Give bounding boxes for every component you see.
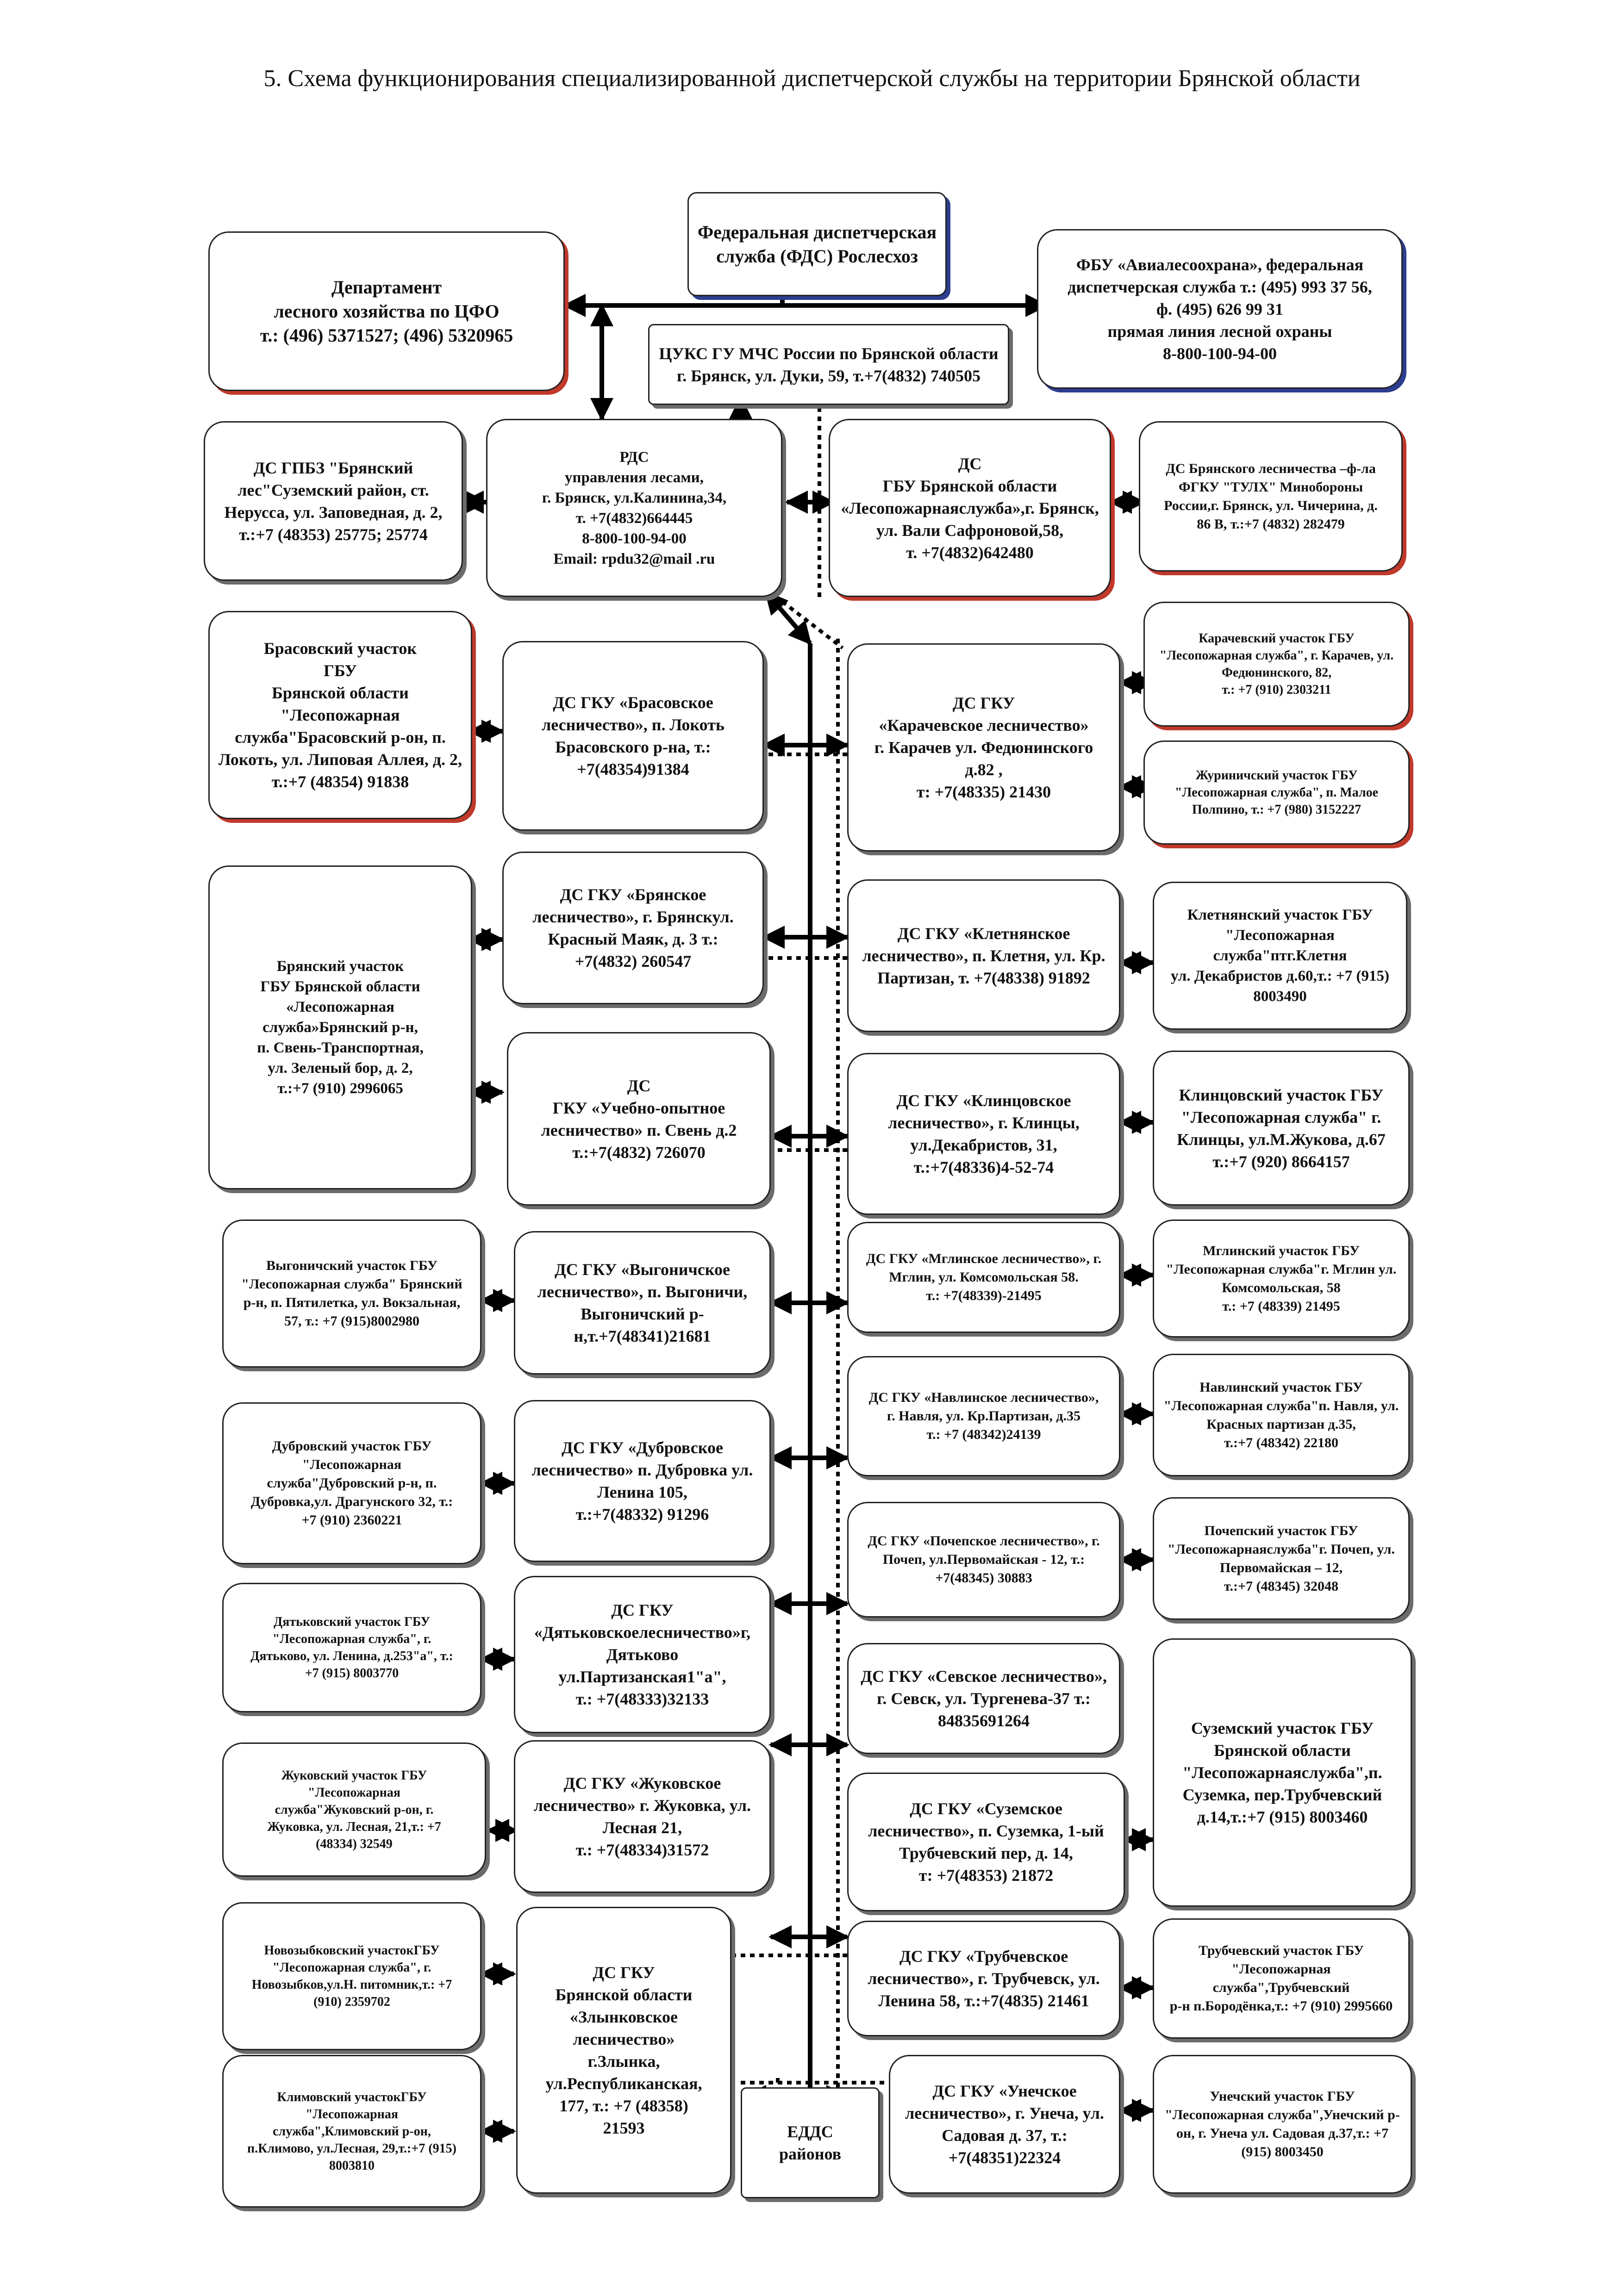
uchebno-opytnoe-forestry-box: ДС ГКУ «Учебно-опытное лесничество» п. С…	[507, 1032, 771, 1206]
novozybkovsky-section-box: Новозыбковский участокГБУ "Лесопожарная …	[222, 1902, 481, 2050]
navlinsky-section-box: Навлинский участок ГБУ "Лесопожарная слу…	[1153, 1354, 1410, 1476]
federal-dispatch-box: Федеральная диспетчерская служба (ФДС) Р…	[687, 192, 947, 296]
edds-districts-box: ЕДДС районов	[741, 2087, 880, 2198]
kletnyanskoe-forestry-box: ДС ГКУ «Клетнянское лесничество», п. Кле…	[847, 879, 1120, 1032]
ds-gpbz-box: ДС ГПБЗ "Брянский лес"Суземский район, с…	[204, 421, 463, 581]
dubrovsky-section-box: Дубровский участок ГБУ "Лесопожарная слу…	[222, 1402, 481, 1564]
mglinsky-section-box: Мглинский участок ГБУ "Лесопожарная служ…	[1153, 1220, 1410, 1338]
trubchevsky-section-box: Трубчевский участок ГБУ "Лесопожарная сл…	[1153, 1918, 1410, 2039]
mglinskoe-forestry-box: ДС ГКУ «Мглинское лесничество», г. Мглин…	[847, 1222, 1120, 1333]
tsuks-mchs-box: ЦУКС ГУ МЧС России по Брянской области г…	[648, 324, 1009, 405]
unechsky-section-box: Унечский участок ГБУ "Лесопожарная служб…	[1153, 2055, 1412, 2194]
rds-forest-management-box: РДС управления лесами, г. Брянск, ул.Кал…	[486, 419, 782, 597]
brasovskoe-forestry-box: ДС ГКУ «Брасовское лесничество», п. Локо…	[502, 641, 764, 831]
vygonichsky-section-box: Выгоничский участок ГБУ "Лесопожарная сл…	[222, 1220, 481, 1368]
dubrovskoe-forestry-box: ДС ГКУ «Дубровское лесничество» п. Дубро…	[514, 1400, 771, 1562]
sevskoe-forestry-box: ДС ГКУ «Севское лесничество», г. Севск, …	[847, 1643, 1120, 1754]
unechskoe-forestry-box: ДС ГКУ «Унечское лесничество», г. Унеча,…	[889, 2055, 1120, 2194]
brasovsky-section-box: Брасовский участок ГБУ Брянской области …	[208, 611, 472, 819]
trubchevskoe-forestry-box: ДС ГКУ «Трубчевское лесничество», г. Тру…	[847, 1921, 1120, 2036]
dyatkovsky-section-box: Дятьковский участок ГБУ "Лесопожарная сл…	[222, 1583, 481, 1712]
page-title: 5. Схема функционирования специализирова…	[263, 65, 1361, 92]
suzemsky-section-box: Суземский участок ГБУ Брянской области "…	[1153, 1638, 1412, 1907]
dyatkovskoe-forestry-box: ДС ГКУ «Дятьковскоелесничество»г, Дятько…	[514, 1576, 771, 1733]
zhukovsky-section-box: Жуковский участок ГБУ "Лесопожарная служ…	[222, 1742, 486, 1877]
tulh-bryansk-box: ДС Брянского лесничества –ф-ла ФГКУ "ТУЛ…	[1139, 421, 1403, 572]
kletnyansky-section-box: Клетнянский участок ГБУ "Лесопожарная сл…	[1153, 882, 1407, 1030]
klintsovskoe-forestry-box: ДС ГКУ «Клинцовское лесничество», г. Кли…	[847, 1053, 1120, 1215]
zhukovskoe-forestry-box: ДС ГКУ «Жуковское лесничество» г. Жуковк…	[514, 1740, 771, 1893]
lesopozharnaya-service-box: ДС ГБУ Брянской области «Лесопожарнаяслу…	[829, 419, 1111, 597]
zlynkovskoe-forestry-box: ДС ГКУ Брянской области «Злынковское лес…	[516, 1907, 731, 2194]
zhurinichsky-section-box: Журиничский участок ГБУ "Лесопожарная сл…	[1143, 740, 1410, 845]
bryanskoe-forestry-box: ДС ГКУ «Брянское лесничество», г. Брянск…	[502, 852, 764, 1004]
vygonichskoe-forestry-box: ДС ГКУ «Выгоничское лесничество», п. Выг…	[514, 1231, 771, 1375]
karachevsky-section-box: Карачевский участок ГБУ "Лесопожарная сл…	[1143, 602, 1410, 727]
bryansky-section-box: Брянский участок ГБУ Брянской области «Л…	[208, 865, 472, 1189]
navlinskoe-forestry-box: ДС ГКУ «Навлинское лесничество», г. Навл…	[847, 1356, 1120, 1476]
klintsovsky-section-box: Клинцовский участок ГБУ "Лесопожарная сл…	[1153, 1051, 1410, 1206]
suzemskoe-forestry-box: ДС ГКУ «Суземское лесничество», п. Сузем…	[847, 1773, 1125, 1911]
forestry-department-box: Департамент лесного хозяйства по ЦФО т.:…	[208, 231, 565, 391]
avialesookhrana-box: ФБУ «Авиалесоохрана», федеральная диспет…	[1037, 229, 1403, 389]
pochepsky-section-box: Почепский участок ГБУ "Лесопожарнаяслужб…	[1153, 1497, 1410, 1620]
pochepskoe-forestry-box: ДС ГКУ «Почепское лесничество», г. Почеп…	[847, 1502, 1120, 1618]
karachevskoe-forestry-box: ДС ГКУ «Карачевское лесничество» г. Кара…	[847, 643, 1120, 852]
klimovsky-section-box: Климовский участокГБУ "Лесопожарная служ…	[222, 2055, 481, 2208]
